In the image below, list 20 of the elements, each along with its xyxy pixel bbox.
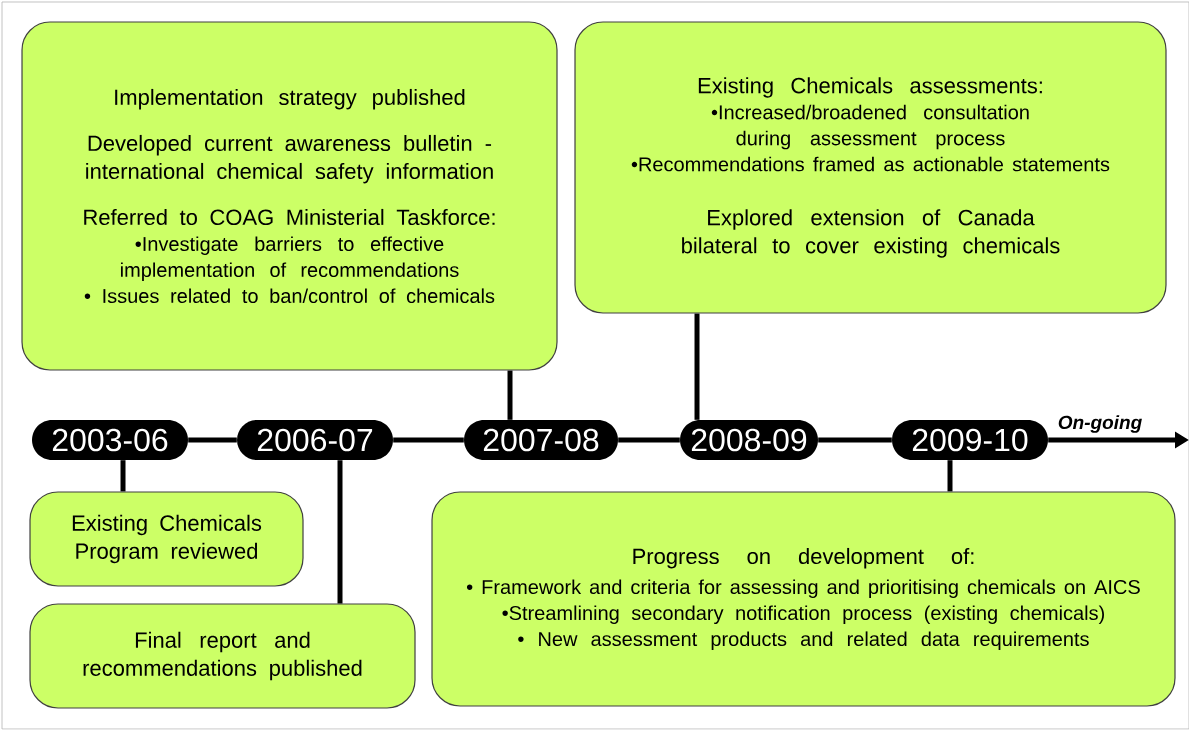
year-pill: 2006-07 [237,420,393,460]
timeline-line [393,437,464,443]
connector-line [507,370,513,420]
event-box: Final report and recommendations published [29,603,416,709]
event-box: Existing Chemicals assessments: •Increased/broadened consultation during assessment process •Recommendations framed as actionable statements Explored extension of Canada bilateral to cover existing chemicals [574,21,1167,314]
timeline-line [188,437,237,443]
year-pill: 2007-08 [464,420,618,460]
event-box: Implementation strategy published Developed current awareness bulletin - international chemical safety information Referred to COAG Ministerial Taskforce: •Investigate barriers to effective implementation of recommendations • Issues related to ban/control of chemicals [21,21,558,371]
year-pill: 2008-09 [680,420,818,460]
connector-line [120,460,126,492]
connector-line [337,460,343,604]
timeline-line [818,437,892,443]
connector-line [947,460,953,492]
event-box: Progress on development of: • Framework and criteria for assessing and prioritising chemicals on AICS •Streamlining secondary notification process (existing chemicals) • New assessment products and related data requirements [431,491,1176,707]
timeline-line [618,437,680,443]
event-box: Existing Chemicals Program reviewed [29,491,304,587]
year-pill: 2003-06 [32,420,188,460]
year-pill: 2009-10 [892,420,1048,460]
edge-label: On-going [1056,414,1144,434]
connector-line [694,313,700,420]
